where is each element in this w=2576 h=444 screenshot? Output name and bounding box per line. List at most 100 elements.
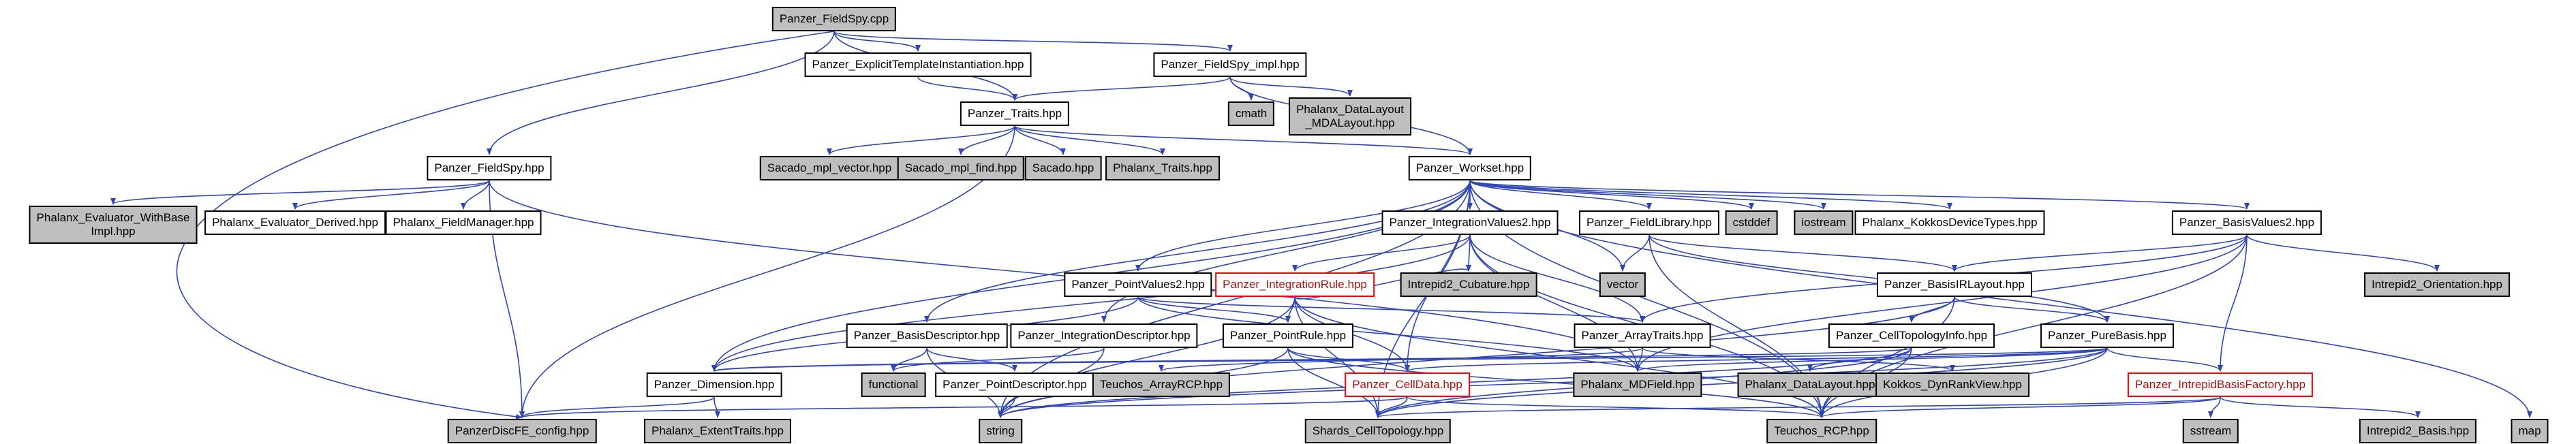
include-edge-traits-to-sacado	[1014, 125, 1066, 155]
graph-node-dimension[interactable]: Panzer_Dimension.hpp	[646, 372, 782, 397]
graph-node-pointrule[interactable]: Panzer_PointRule.hpp	[1222, 323, 1354, 348]
include-edge-fieldspy_hpp-to-phalanx_mdfield	[489, 180, 1640, 372]
graph-node-pointdescriptor[interactable]: Panzer_PointDescriptor.hpp	[935, 372, 1094, 397]
graph-node-teuchos_rcp: Teuchos_RCP.hpp	[1766, 419, 1877, 443]
include-edge-basisvalues2-to-intrepidbasisfactory	[2218, 234, 2248, 372]
graph-node-teuchos_arrayrcp: Teuchos_ArrayRCP.hpp	[1092, 372, 1231, 397]
include-edge-purebasis-to-phalanx_mdfield	[1635, 347, 2108, 372]
graph-node-fieldspy_cpp: Panzer_FieldSpy.cpp	[771, 7, 897, 31]
graph-node-pointvalues2[interactable]: Panzer_PointValues2.hpp	[1064, 272, 1212, 297]
graph-node-fieldspy_hpp[interactable]: Panzer_FieldSpy.hpp	[427, 156, 552, 180]
include-edge-fieldspy_hpp-to-eval_withbase	[110, 180, 490, 205]
include-edge-integrationvalues2-to-dimension	[711, 234, 1471, 372]
include-edge-purebasis-to-celldata	[1405, 347, 2108, 372]
graph-node-phalanx_traits: Phalanx_Traits.hpp	[1105, 156, 1220, 180]
graph-node-kokkos_dynrankview: Kokkos_DynRankView.hpp	[1875, 372, 2029, 397]
include-edge-pointvalues2-to-pointrule	[1137, 296, 1291, 323]
include-edge-basisdescriptor-to-pointdescriptor	[926, 347, 1017, 372]
include-edge-fieldspy_impl-to-mdalayout	[1229, 76, 1353, 97]
graph-node-basisdescriptor[interactable]: Panzer_BasisDescriptor.hpp	[846, 323, 1008, 348]
graph-node-mdalayout: Phalanx_DataLayout _MDALayout.hpp	[1289, 97, 1411, 136]
include-edge-celltopologyinfo-to-dimension	[711, 347, 1912, 372]
include-edge-intrepidbasisfactory-to-sstream	[2208, 396, 2221, 418]
include-edge-celldata-to-discfe_config	[519, 396, 1408, 418]
include-edge-integrationvalues2-to-integrationrule	[1292, 234, 1471, 272]
include-edge-pointrule-to-teuchos_rcp	[1287, 347, 1824, 418]
graph-node-sacado_mpl_vector: Sacado_mpl_vector.hpp	[759, 156, 900, 180]
graph-node-integrationvalues2[interactable]: Panzer_IntegrationValues2.hpp	[1381, 210, 1559, 235]
include-edge-arraytraits-to-teuchos_arrayrcp	[1159, 347, 1643, 372]
graph-node-celltopologyinfo[interactable]: Panzer_CellTopologyInfo.hpp	[1828, 323, 1995, 348]
include-edge-pointrule-to-shards	[1287, 347, 1381, 418]
include-edge-explicit_template-to-traits	[917, 76, 1017, 101]
graph-node-arraytraits[interactable]: Panzer_ArrayTraits.hpp	[1574, 323, 1711, 348]
include-edge-fieldspy_hpp-to-eval_derived	[292, 180, 490, 210]
graph-node-intrepid2_cubature: Intrepid2_Cubature.hpp	[1400, 272, 1537, 297]
graph-node-purebasis[interactable]: Panzer_PureBasis.hpp	[2040, 323, 2174, 348]
graph-node-fieldlibrary[interactable]: Panzer_FieldLibrary.hpp	[1579, 210, 1719, 235]
graph-node-sacado_mpl_find: Sacado_mpl_find.hpp	[897, 156, 1025, 180]
graph-node-functional: functional	[861, 372, 926, 397]
graph-node-map: map	[2511, 419, 2549, 443]
include-edge-fieldspy_cpp-to-discfe_config	[176, 31, 835, 419]
graph-node-cmath: cmath	[1227, 101, 1275, 126]
graph-node-workset[interactable]: Panzer_Workset.hpp	[1408, 156, 1532, 180]
include-edge-workset-to-basisdescriptor	[924, 180, 1471, 323]
graph-node-traits[interactable]: Panzer_Traits.hpp	[960, 101, 1070, 126]
include-edge-intrepidbasisfactory-to-shards	[1375, 396, 2221, 418]
include-edge-workset-to-kokkosdevicetypes	[1469, 180, 1952, 210]
graph-node-discfe_config: PanzerDiscFE_config.hpp	[447, 419, 597, 443]
include-edge-intrepidbasisfactory-to-intrepid2_basis	[2220, 396, 2421, 418]
include-edge-arraytraits-to-kokkos_dynrankview	[1642, 347, 1955, 372]
include-edge-arraytraits-to-phalanx_mdfield	[1635, 347, 1643, 372]
include-edge-dimension-to-extenttraits	[714, 396, 720, 418]
include-edge-workset-to-iostream	[1469, 180, 1826, 210]
include-edge-basisvalues2-to-intrepid2_orientation	[2246, 234, 2440, 272]
include-edge-intrepidbasisfactory-to-teuchos_rcp	[1819, 396, 2221, 418]
graph-node-basisirlayout[interactable]: Panzer_BasisIRLayout.hpp	[1876, 272, 2033, 297]
include-edge-basisvalues2-to-basisirlayout	[1952, 234, 2248, 272]
graph-node-string: string	[979, 419, 1022, 443]
graph-node-intrepid2_basis: Intrepid2_Basis.hpp	[2359, 419, 2477, 443]
graph-node-sacado: Sacado.hpp	[1024, 156, 1102, 180]
include-edge-integrationvalues2-to-phalanx_mdfield	[1469, 234, 1640, 372]
graph-node-explicit_template[interactable]: Panzer_ExplicitTemplateInstantiation.hpp	[804, 52, 1032, 77]
include-edge-traits-to-workset	[1014, 125, 1473, 155]
graph-node-extenttraits: Phalanx_ExtentTraits.hpp	[643, 419, 792, 443]
include-edge-fieldspy_cpp-to-fieldspy_impl	[833, 31, 1233, 52]
include-edge-integrationvalues2-to-arraytraits	[1469, 234, 1645, 323]
graph-node-cstddef: cstddef	[1725, 210, 1778, 235]
include-edge-pointrule-to-celldata	[1287, 347, 1410, 372]
include-edge-fieldlibrary-to-vector	[1620, 234, 1650, 272]
include-edge-purebasis-to-intrepidbasisfactory	[2106, 347, 2223, 372]
graph-node-vector: vector	[1599, 272, 1646, 297]
include-edge-workset-to-pointvalues2	[1135, 180, 1471, 272]
graph-node-intrepidbasisfactory[interactable]: Panzer_IntrepidBasisFactory.hpp	[2127, 372, 2314, 397]
graph-node-fieldmanager[interactable]: Phalanx_FieldManager.hpp	[385, 210, 542, 235]
include-edge-workset-to-basisvalues2	[1469, 180, 2250, 210]
include-edge-fieldspy_impl-to-traits	[1012, 76, 1231, 101]
include-edge-traits-to-sacado_mpl_find	[958, 125, 1015, 155]
include-edge-traits-to-sacado_mpl_vector	[827, 125, 1015, 155]
include-edge-fieldspy_hpp-to-fieldmanager	[461, 180, 490, 210]
include-edge-dimension-to-discfe_config	[519, 396, 715, 418]
graph-node-kokkosdevicetypes[interactable]: Phalanx_KokkosDeviceTypes.hpp	[1854, 210, 2045, 235]
include-edge-integrationrule-to-shards	[1294, 296, 1381, 418]
graph-node-intrepid2_orientation: Intrepid2_Orientation.hpp	[2364, 272, 2510, 297]
graph-node-phalanx_mdfield: Phalanx_MDField.hpp	[1573, 372, 1702, 397]
include-edge-integrationdescriptor-to-functional	[891, 347, 1105, 372]
graph-node-shards: Shards_CellTopology.hpp	[1304, 419, 1452, 443]
graph-node-phalanx_datalayout: Phalanx_DataLayout.hpp	[1737, 372, 1883, 397]
graph-node-eval_derived[interactable]: Phalanx_Evaluator_Derived.hpp	[204, 210, 386, 235]
include-edge-integrationrule-to-intrepid2_cubature	[1294, 264, 1471, 300]
graph-node-celldata[interactable]: Panzer_CellData.hpp	[1345, 372, 1470, 397]
graph-node-integrationrule[interactable]: Panzer_IntegrationRule.hpp	[1215, 272, 1375, 297]
include-edge-traits-to-phalanx_traits	[1014, 125, 1165, 155]
graph-node-fieldspy_impl[interactable]: Panzer_FieldSpy_impl.hpp	[1153, 52, 1307, 77]
include-edge-workset-to-integrationdescriptor	[1101, 180, 1471, 323]
include-edge-workset-to-fieldlibrary	[1469, 180, 1652, 210]
graph-node-basisvalues2[interactable]: Panzer_BasisValues2.hpp	[2171, 210, 2322, 235]
graph-node-integrationdescriptor[interactable]: Panzer_IntegrationDescriptor.hpp	[1010, 323, 1198, 348]
